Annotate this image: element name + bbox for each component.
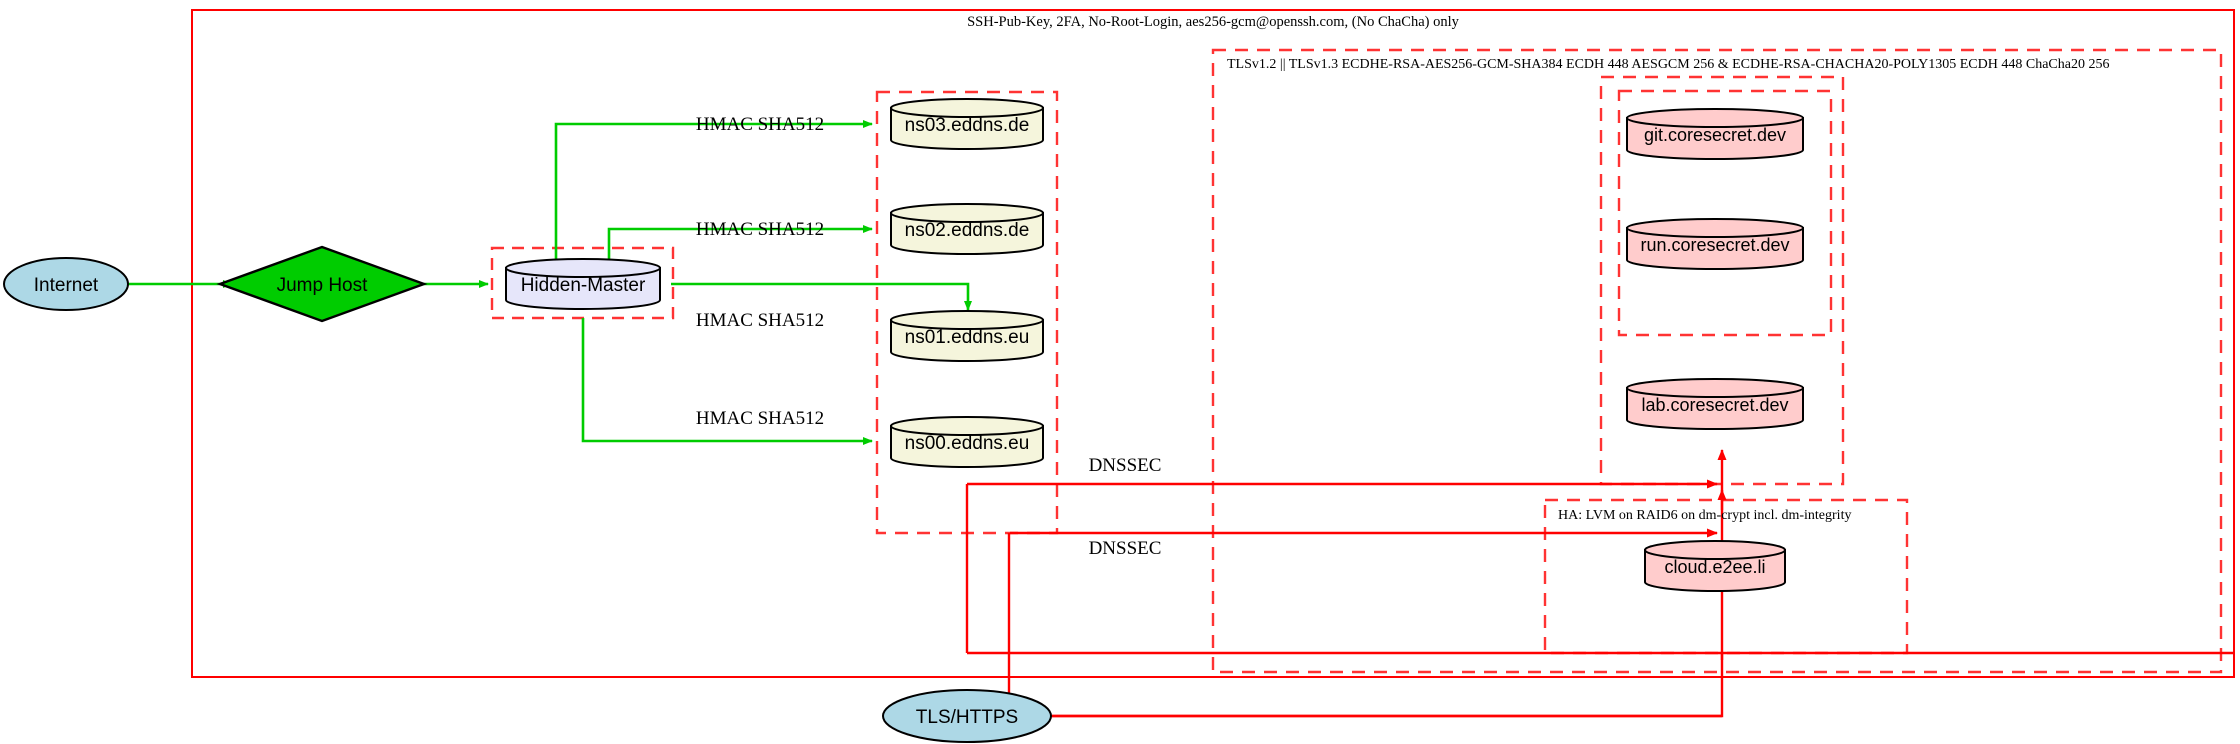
cluster-ha-border <box>1543 498 1909 655</box>
node-tls-https-label: TLS/HTTPS <box>916 707 1018 728</box>
node-jump-host[interactable]: Jump Host <box>216 245 428 323</box>
node-run-coresecret[interactable]: run.coresecret.dev <box>1626 218 1804 270</box>
edge-hiddenmaster-to-ns03 <box>554 120 873 262</box>
edge-bottom-connector-2 <box>1009 653 1724 718</box>
node-internet-label: Internet <box>34 275 99 296</box>
node-git-coresecret[interactable]: git.coresecret.dev <box>1626 108 1804 160</box>
node-hidden-master-label: Hidden-Master <box>521 275 646 296</box>
node-ns01[interactable]: ns01.eddns.eu <box>890 310 1044 362</box>
edge-hiddenmaster-to-ns02 <box>607 225 873 262</box>
edge-label-hmac-ns00: HMAC SHA512 <box>696 408 824 429</box>
edge-label-dnssec-bottom: DNSSEC <box>1089 538 1162 559</box>
edge-label-hmac-ns02: HMAC SHA512 <box>696 219 824 240</box>
node-internet[interactable]: Internet <box>3 257 129 311</box>
node-tls-https[interactable]: TLS/HTTPS <box>882 689 1052 743</box>
cluster-tls-border <box>1211 48 2223 674</box>
node-lab-coresecret-label: lab.coresecret.dev <box>1641 395 1788 415</box>
node-ns03[interactable]: ns03.eddns.de <box>890 98 1044 150</box>
node-ns00-label: ns00.eddns.eu <box>905 433 1030 454</box>
node-ns03-label: ns03.eddns.de <box>905 115 1030 136</box>
edge-hiddenmaster-to-ns01 <box>671 282 972 311</box>
node-ns02[interactable]: ns02.eddns.de <box>890 203 1044 255</box>
node-ns02-label: ns02.eddns.de <box>905 220 1030 241</box>
edge-label-hmac-ns03: HMAC SHA512 <box>696 114 824 135</box>
edge-label-dnssec-top: DNSSEC <box>1089 455 1162 476</box>
cluster-ssh-label: SSH-Pub-Key, 2FA, No-Root-Login, aes256-… <box>967 14 1460 30</box>
node-lab-coresecret[interactable]: lab.coresecret.dev <box>1626 378 1804 430</box>
cluster-tls-label: TLSv1.2 || TLSv1.3 ECDHE-RSA-AES256-GCM-… <box>1227 57 2109 72</box>
node-ns01-label: ns01.eddns.eu <box>905 327 1030 348</box>
node-hidden-master[interactable]: Hidden-Master <box>505 258 661 310</box>
node-git-coresecret-label: git.coresecret.dev <box>1644 125 1786 145</box>
cluster-ha-label: HA: LVM on RAID6 on dm-crypt incl. dm-in… <box>1558 508 1851 523</box>
edge-label-hmac-ns01: HMAC SHA512 <box>696 310 824 331</box>
node-run-coresecret-label: run.coresecret.dev <box>1640 235 1789 255</box>
node-cloud-e2ee-label: cloud.e2ee.li <box>1664 557 1765 577</box>
node-jump-host-label: Jump Host <box>277 275 369 296</box>
cluster-coresecret-inner-border <box>1617 89 1833 337</box>
node-cloud-e2ee[interactable]: cloud.e2ee.li <box>1644 540 1786 592</box>
node-ns00[interactable]: ns00.eddns.eu <box>890 416 1044 468</box>
edge-hiddenmaster-to-ns00 <box>581 318 873 445</box>
cluster-ssh-border <box>191 9 2235 678</box>
